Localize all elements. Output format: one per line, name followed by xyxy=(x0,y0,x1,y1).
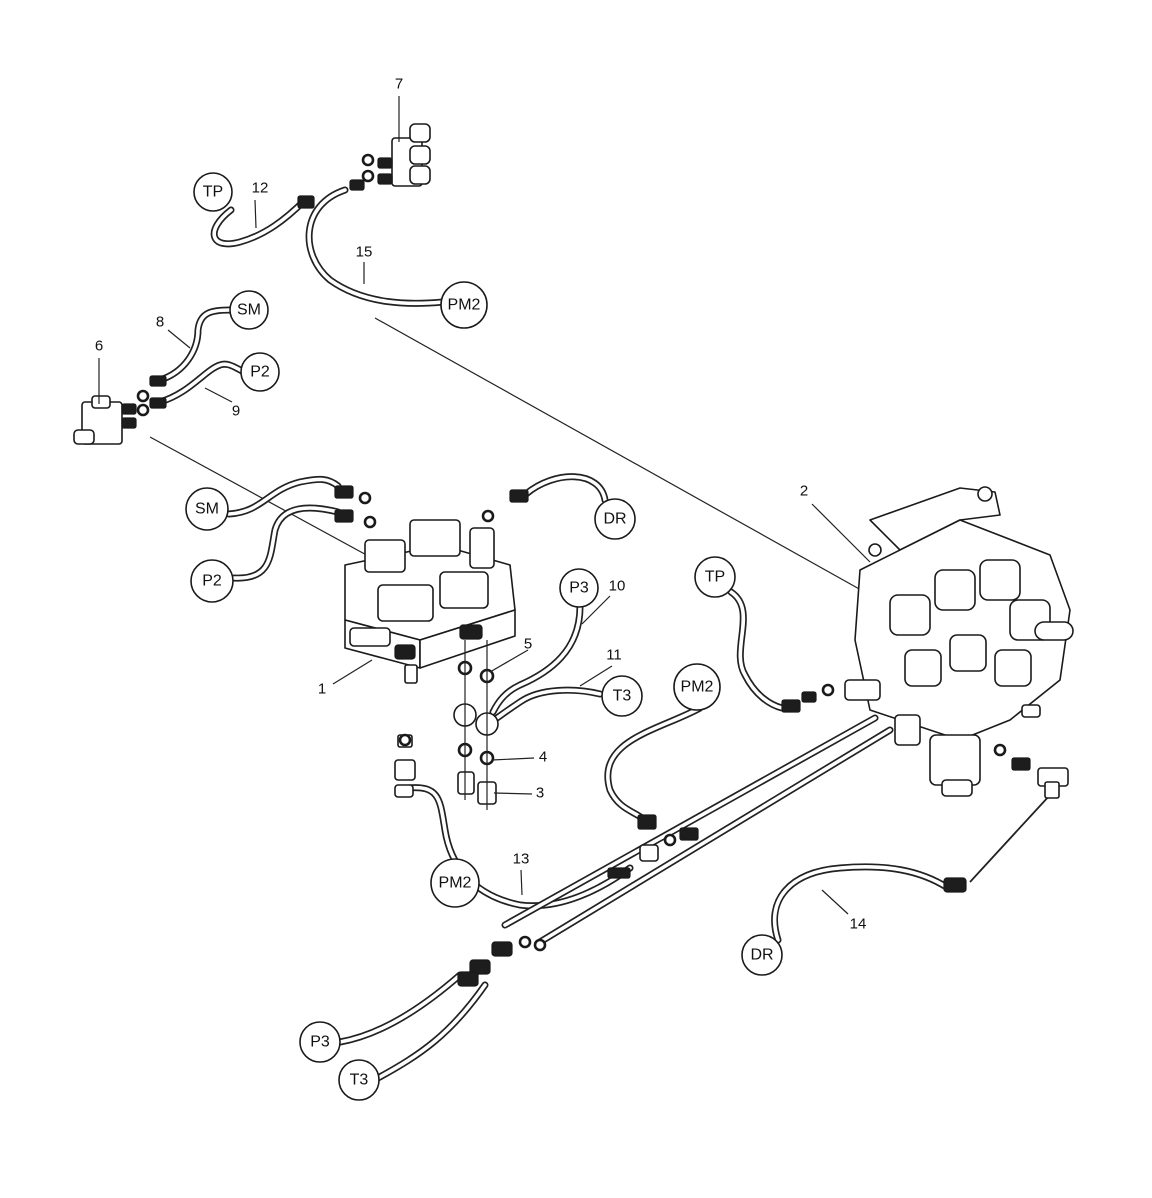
connection-t3-mid: T3 xyxy=(601,675,643,717)
svg-text:P3: P3 xyxy=(310,1034,330,1051)
hose-9 xyxy=(156,360,246,406)
leader-14 xyxy=(821,889,849,915)
connection-p3-low: P3 xyxy=(299,1021,341,1063)
svg-text:SM: SM xyxy=(195,501,219,518)
leader-2 xyxy=(811,503,871,563)
valve-block-6 xyxy=(73,375,167,445)
hose-t3-low xyxy=(374,981,489,1082)
connection-p2-mid: P2 xyxy=(190,559,234,603)
connection-pm2-mid: PM2 xyxy=(673,663,721,711)
part-number-12: 12 xyxy=(252,180,269,197)
part-number-5: 5 xyxy=(524,636,532,653)
connection-pm2-low: PM2 xyxy=(430,858,480,908)
hose-sm-mid xyxy=(225,475,342,518)
connection-dr-low: DR xyxy=(741,934,783,976)
svg-text:DR: DR xyxy=(603,511,626,528)
svg-text:T3: T3 xyxy=(613,688,632,705)
leader-13 xyxy=(520,869,523,896)
connection-sm-mid: SM xyxy=(185,487,229,531)
fittings-lower xyxy=(457,814,967,987)
hose-11 xyxy=(490,686,604,724)
connection-dr-mid: DR xyxy=(594,498,636,540)
hose-14-tail xyxy=(969,794,1051,883)
part-number-9: 9 xyxy=(232,403,240,420)
part-number-3: 3 xyxy=(536,785,544,802)
hose-p3-low xyxy=(336,971,464,1046)
hose-p2-mid xyxy=(230,504,342,582)
part-number-14: 14 xyxy=(850,916,867,933)
connection-tp-top: TP xyxy=(193,172,233,212)
part-number-2: 2 xyxy=(800,483,808,500)
part-number-11: 11 xyxy=(606,647,622,664)
svg-text:PM2: PM2 xyxy=(681,679,714,696)
svg-text:SM: SM xyxy=(237,302,261,319)
leader-3 xyxy=(493,792,533,795)
part-number-7: 7 xyxy=(395,76,403,93)
connection-p2-top: P2 xyxy=(240,352,280,392)
svg-text:P3: P3 xyxy=(569,580,589,597)
part-number-6: 6 xyxy=(95,338,103,355)
svg-text:PM2: PM2 xyxy=(439,875,472,892)
leader-11 xyxy=(579,665,613,687)
part-number-1: 1 xyxy=(318,681,326,698)
leader-9 xyxy=(204,387,233,403)
hose-8 xyxy=(156,306,234,384)
assembly-leader-line xyxy=(374,317,871,596)
valve-assembly-1 xyxy=(334,485,529,798)
leader-12 xyxy=(254,199,257,229)
connection-pm2-top: PM2 xyxy=(440,281,488,329)
leader-5 xyxy=(489,649,529,673)
svg-text:DR: DR xyxy=(750,947,773,964)
connection-p3-mid: P3 xyxy=(559,568,599,608)
part-number-13: 13 xyxy=(513,851,530,868)
leader-10 xyxy=(581,595,611,625)
hose-14 xyxy=(771,863,952,944)
connection-tp-right: TP xyxy=(694,556,736,598)
connection-sm-top: SM xyxy=(229,290,269,330)
leader-1 xyxy=(332,659,373,685)
leader-8 xyxy=(167,329,191,349)
svg-text:P2: P2 xyxy=(202,573,222,590)
leader-4 xyxy=(491,757,535,761)
connection-t3-low: T3 xyxy=(338,1059,380,1101)
svg-text:PM2: PM2 xyxy=(448,297,481,314)
svg-text:P2: P2 xyxy=(250,364,270,381)
fitting-stack-3-5 xyxy=(453,640,499,810)
part-number-4: 4 xyxy=(539,749,547,766)
valve-block-7 xyxy=(297,123,431,209)
hose-dr-mid xyxy=(522,473,609,504)
hose-15 xyxy=(305,186,447,307)
part-number-15: 15 xyxy=(356,244,373,261)
hose-tp-right xyxy=(727,588,786,712)
hose-pm2-mid xyxy=(604,704,704,826)
svg-text:TP: TP xyxy=(705,569,725,586)
part-number-10: 10 xyxy=(609,578,626,595)
part-number-8: 8 xyxy=(156,314,164,331)
assembly-leader-line xyxy=(149,436,373,559)
svg-text:TP: TP xyxy=(203,184,223,201)
hose-10 xyxy=(489,603,584,716)
hose-12 xyxy=(210,196,309,248)
svg-text:T3: T3 xyxy=(350,1072,369,1089)
hose-main-pipe xyxy=(501,714,894,946)
main-control-valve-2 xyxy=(781,486,1074,799)
